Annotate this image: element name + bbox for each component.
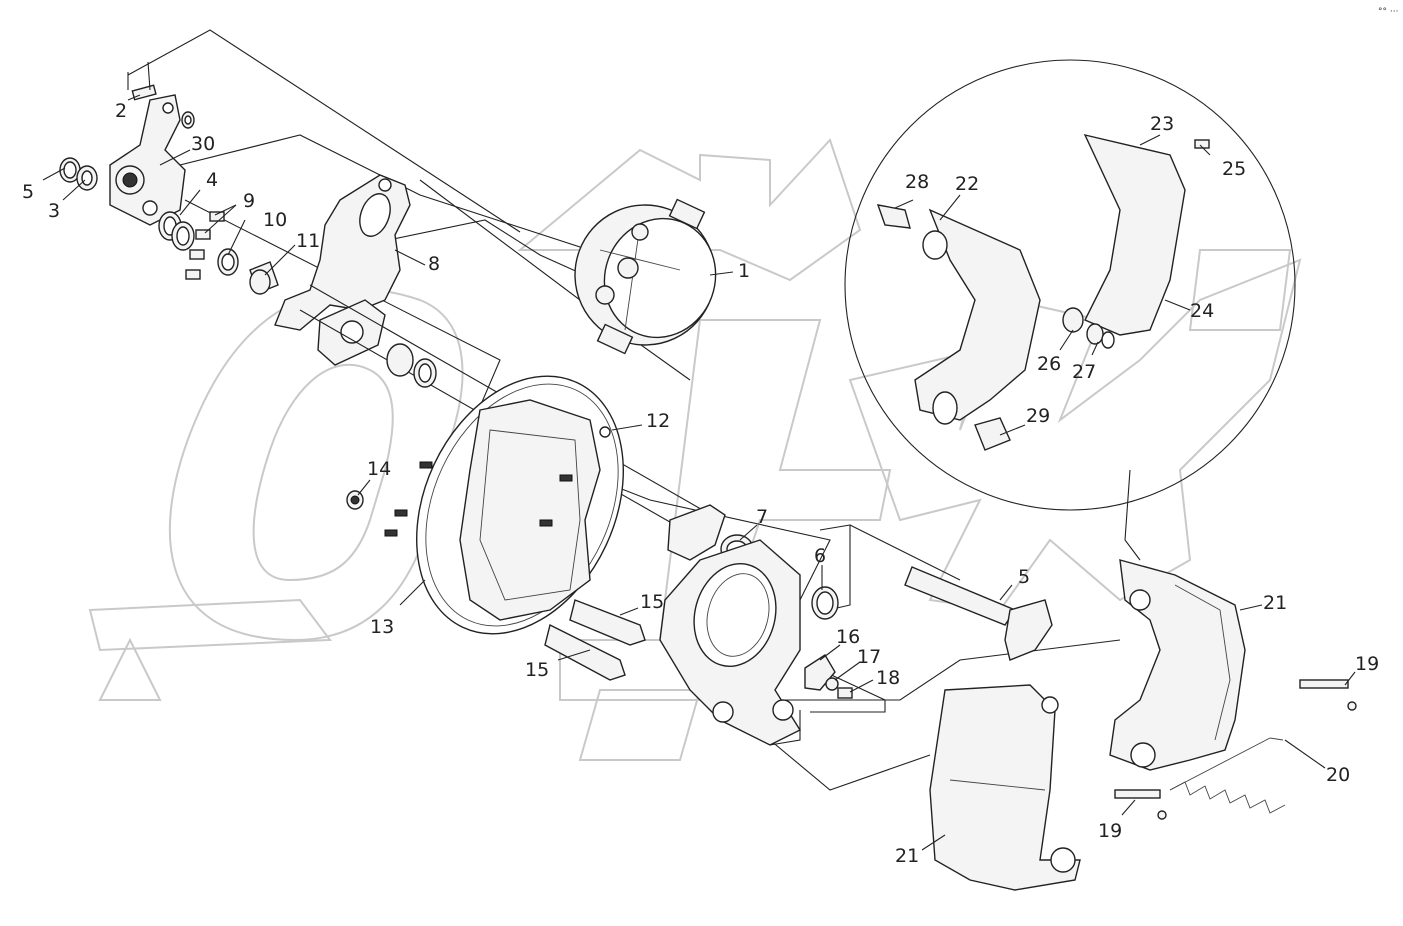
callout-12: 12 <box>646 410 670 432</box>
chamber-bracket <box>274 174 411 366</box>
inset-shoe <box>914 208 1041 425</box>
callout-13: 13 <box>370 616 394 638</box>
spider-flange <box>667 504 726 561</box>
callout-leaders <box>42 94 1356 851</box>
lock-bolt <box>837 687 853 699</box>
callout-19-upper: 19 <box>1355 653 1379 675</box>
callout-19-lower: 19 <box>1098 820 1122 842</box>
callout-26: 26 <box>1037 353 1061 375</box>
washers <box>158 211 195 251</box>
dust-shield <box>416 375 624 635</box>
callout-20: 20 <box>1326 764 1350 786</box>
callout-3: 3 <box>48 200 60 222</box>
bushing-seal <box>217 248 239 276</box>
callout-21-upper: 21 <box>1263 592 1287 614</box>
callout-28: 28 <box>905 171 929 193</box>
callout-7: 7 <box>756 506 768 528</box>
roller-pin-lower <box>1114 789 1167 820</box>
callout-8: 8 <box>428 253 440 275</box>
brake-shoe-lower <box>929 684 1081 891</box>
brake-chamber <box>574 198 717 355</box>
callout-labels: 2 30 5 3 4 9 10 11 8 1 28 22 23 25 24 26… <box>22 100 1379 867</box>
small-washer <box>181 111 195 129</box>
callout-14: 14 <box>367 458 391 480</box>
inset-roller <box>876 139 1210 451</box>
callout-4: 4 <box>206 169 218 191</box>
callout-10: 10 <box>263 209 287 231</box>
callout-21-lower: 21 <box>895 845 919 867</box>
snap-ring <box>59 157 81 183</box>
roller-pin-upper <box>1299 679 1357 711</box>
callout-27: 27 <box>1072 361 1096 383</box>
callout-30: 30 <box>191 133 215 155</box>
return-spring <box>1169 737 1286 814</box>
anchor-pin-lower <box>544 623 626 681</box>
callout-24: 24 <box>1190 300 1214 322</box>
callout-9: 9 <box>243 190 255 212</box>
callout-17: 17 <box>857 646 881 668</box>
callout-6: 6 <box>814 545 826 567</box>
shield-bolts <box>384 461 573 537</box>
callout-15-lower: 15 <box>525 659 549 681</box>
cam-seal <box>811 586 839 620</box>
lock-washer <box>825 677 839 691</box>
washer <box>76 165 98 191</box>
callout-18: 18 <box>876 667 900 689</box>
plug <box>346 490 364 510</box>
callout-5: 5 <box>22 181 34 203</box>
callout-5-camshaft: 5 <box>1018 566 1030 588</box>
callout-2: 2 <box>115 100 127 122</box>
inset-lining <box>1083 133 1186 336</box>
brake-spider <box>659 539 802 746</box>
callout-25: 25 <box>1222 158 1246 180</box>
corner-mark: °° ··· <box>1378 7 1398 17</box>
brake-shoe-upper <box>1109 559 1246 771</box>
callout-29: 29 <box>1026 405 1050 427</box>
detail-inset-circle <box>844 59 1296 511</box>
callout-22: 22 <box>955 173 979 195</box>
leader-lines <box>127 29 1141 791</box>
anchor-pin-upper <box>569 599 646 646</box>
callout-16: 16 <box>836 626 860 648</box>
callout-23: 23 <box>1150 113 1174 135</box>
callout-1: 1 <box>738 260 750 282</box>
s-camshaft <box>904 566 1053 661</box>
callout-11: 11 <box>296 230 320 252</box>
callout-15-upper: 15 <box>640 591 664 613</box>
slack-adjuster-lever <box>109 94 186 226</box>
